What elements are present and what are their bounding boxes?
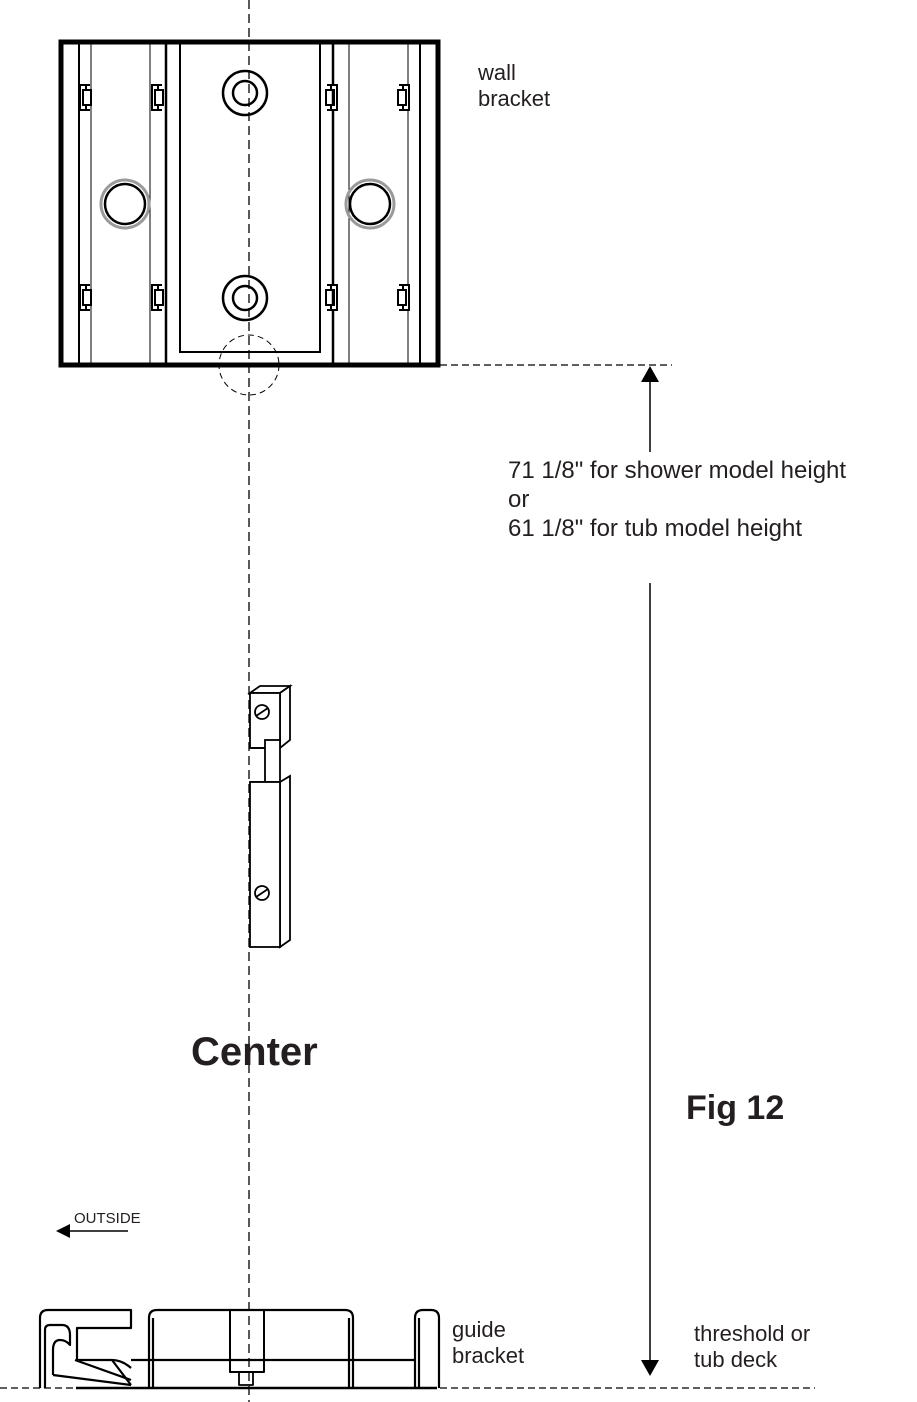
wall-bracket [58, 39, 441, 368]
dimension-label: 71 1/8" for shower model height or 61 1/… [508, 456, 846, 543]
wall-bracket-label-line-1: wall [478, 60, 516, 85]
figure-label: Fig 12 [686, 1089, 785, 1127]
dimension-tub: 61 1/8" for tub model height [508, 515, 803, 542]
threshold-label-line-2: tub deck [694, 1347, 778, 1372]
wall-bracket-label-line-2: bracket [478, 86, 551, 111]
threshold-label-line-1: threshold or [694, 1321, 811, 1346]
side-hole-left [103, 182, 147, 226]
outside-arrow [56, 1224, 128, 1238]
dimension-shower: 71 1/8" for shower model height [508, 457, 847, 484]
guide-bracket-label: guide bracket [452, 1317, 524, 1369]
outside-label: OUTSIDE [74, 1210, 141, 1227]
threshold-label: threshold or tub deck [694, 1321, 810, 1373]
guide-bracket-label-line-1: guide [452, 1317, 506, 1342]
side-hole-right [348, 182, 392, 226]
side-hole-left-halo [99, 178, 151, 230]
detail-circle [218, 334, 280, 396]
guide-bracket [38, 1308, 441, 1390]
wall-bracket-label: wall bracket [478, 60, 550, 112]
screw-boss-bottom [221, 274, 269, 322]
dimension-arrow [641, 366, 659, 1376]
magnet-strip [247, 684, 293, 949]
screw-boss-top [221, 69, 269, 117]
side-hole-right-halo [344, 178, 396, 230]
guide-bracket-label-line-2: bracket [452, 1343, 525, 1368]
center-label: Center [191, 1030, 318, 1074]
dimension-or: or [508, 486, 530, 513]
bracket-clip-notches [79, 84, 410, 311]
